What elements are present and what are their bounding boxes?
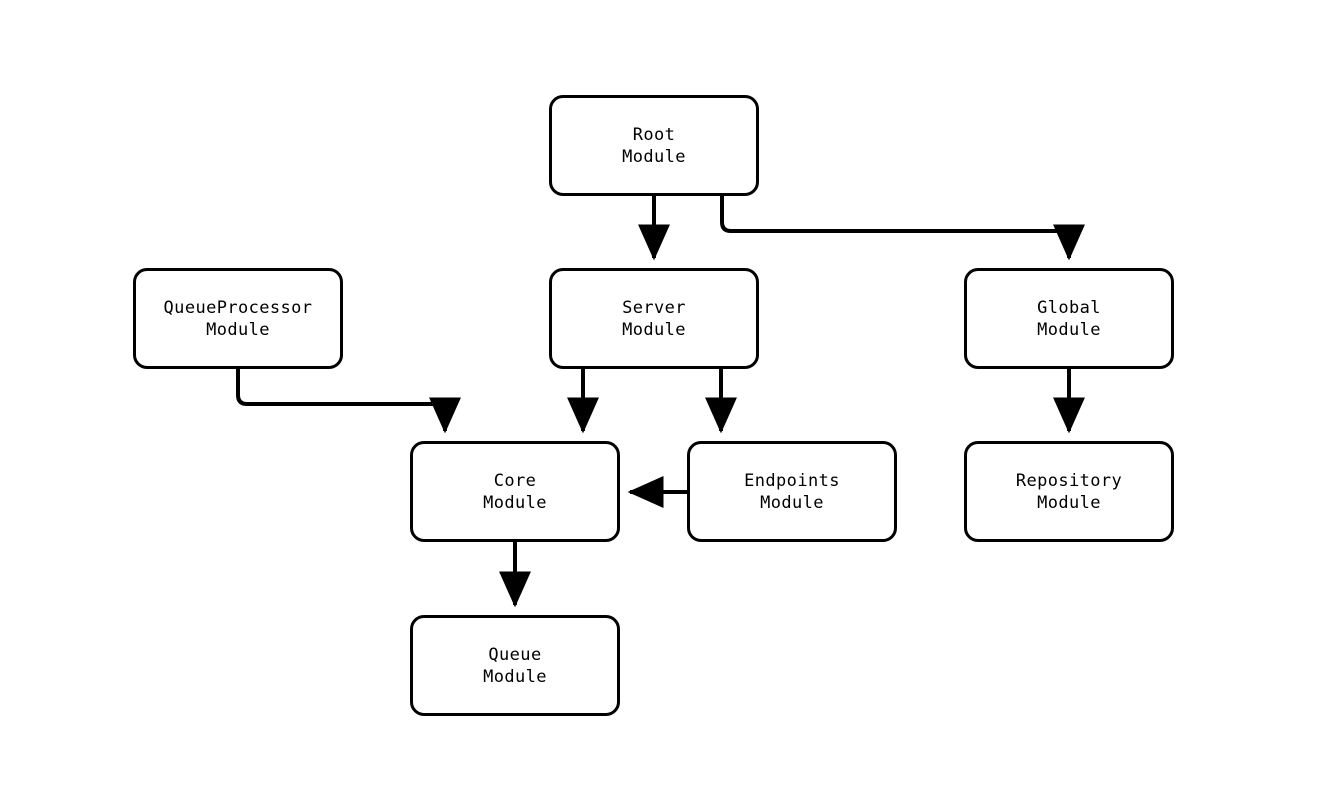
node-queue-module[interactable]: Queue Module <box>410 615 620 716</box>
node-root-module[interactable]: Root Module <box>549 95 759 196</box>
edge-root-to-global <box>720 196 1085 261</box>
node-endpoints-module-name: Endpoints <box>744 470 840 491</box>
node-server-module[interactable]: Server Module <box>549 268 759 369</box>
node-queueprocessor-module-suffix: Module <box>206 319 270 340</box>
node-global-module-name: Global <box>1037 297 1101 318</box>
node-queue-module-suffix: Module <box>483 666 547 687</box>
node-queueprocessor-module[interactable]: QueueProcessor Module <box>133 268 343 369</box>
node-repository-module[interactable]: Repository Module <box>964 441 1174 542</box>
node-server-module-suffix: Module <box>622 319 686 340</box>
node-global-module-suffix: Module <box>1037 319 1101 340</box>
node-endpoints-module-suffix: Module <box>760 492 824 513</box>
node-repository-module-name: Repository <box>1015 470 1123 491</box>
node-global-module[interactable]: Global Module <box>964 268 1174 369</box>
node-repository-module-suffix: Module <box>1037 492 1101 513</box>
node-root-module-suffix: Module <box>622 146 686 167</box>
node-core-module-suffix: Module <box>483 492 547 513</box>
node-endpoints-module[interactable]: Endpoints Module <box>687 441 897 542</box>
node-core-module[interactable]: Core Module <box>410 441 620 542</box>
node-server-module-name: Server <box>622 297 686 318</box>
node-core-module-name: Core <box>493 470 537 491</box>
edge-queueprocessor-to-core <box>236 369 461 434</box>
node-queue-module-name: Queue <box>488 644 542 665</box>
node-root-module-name: Root <box>632 124 676 145</box>
node-queueprocessor-module-name: QueueProcessor <box>163 297 313 318</box>
